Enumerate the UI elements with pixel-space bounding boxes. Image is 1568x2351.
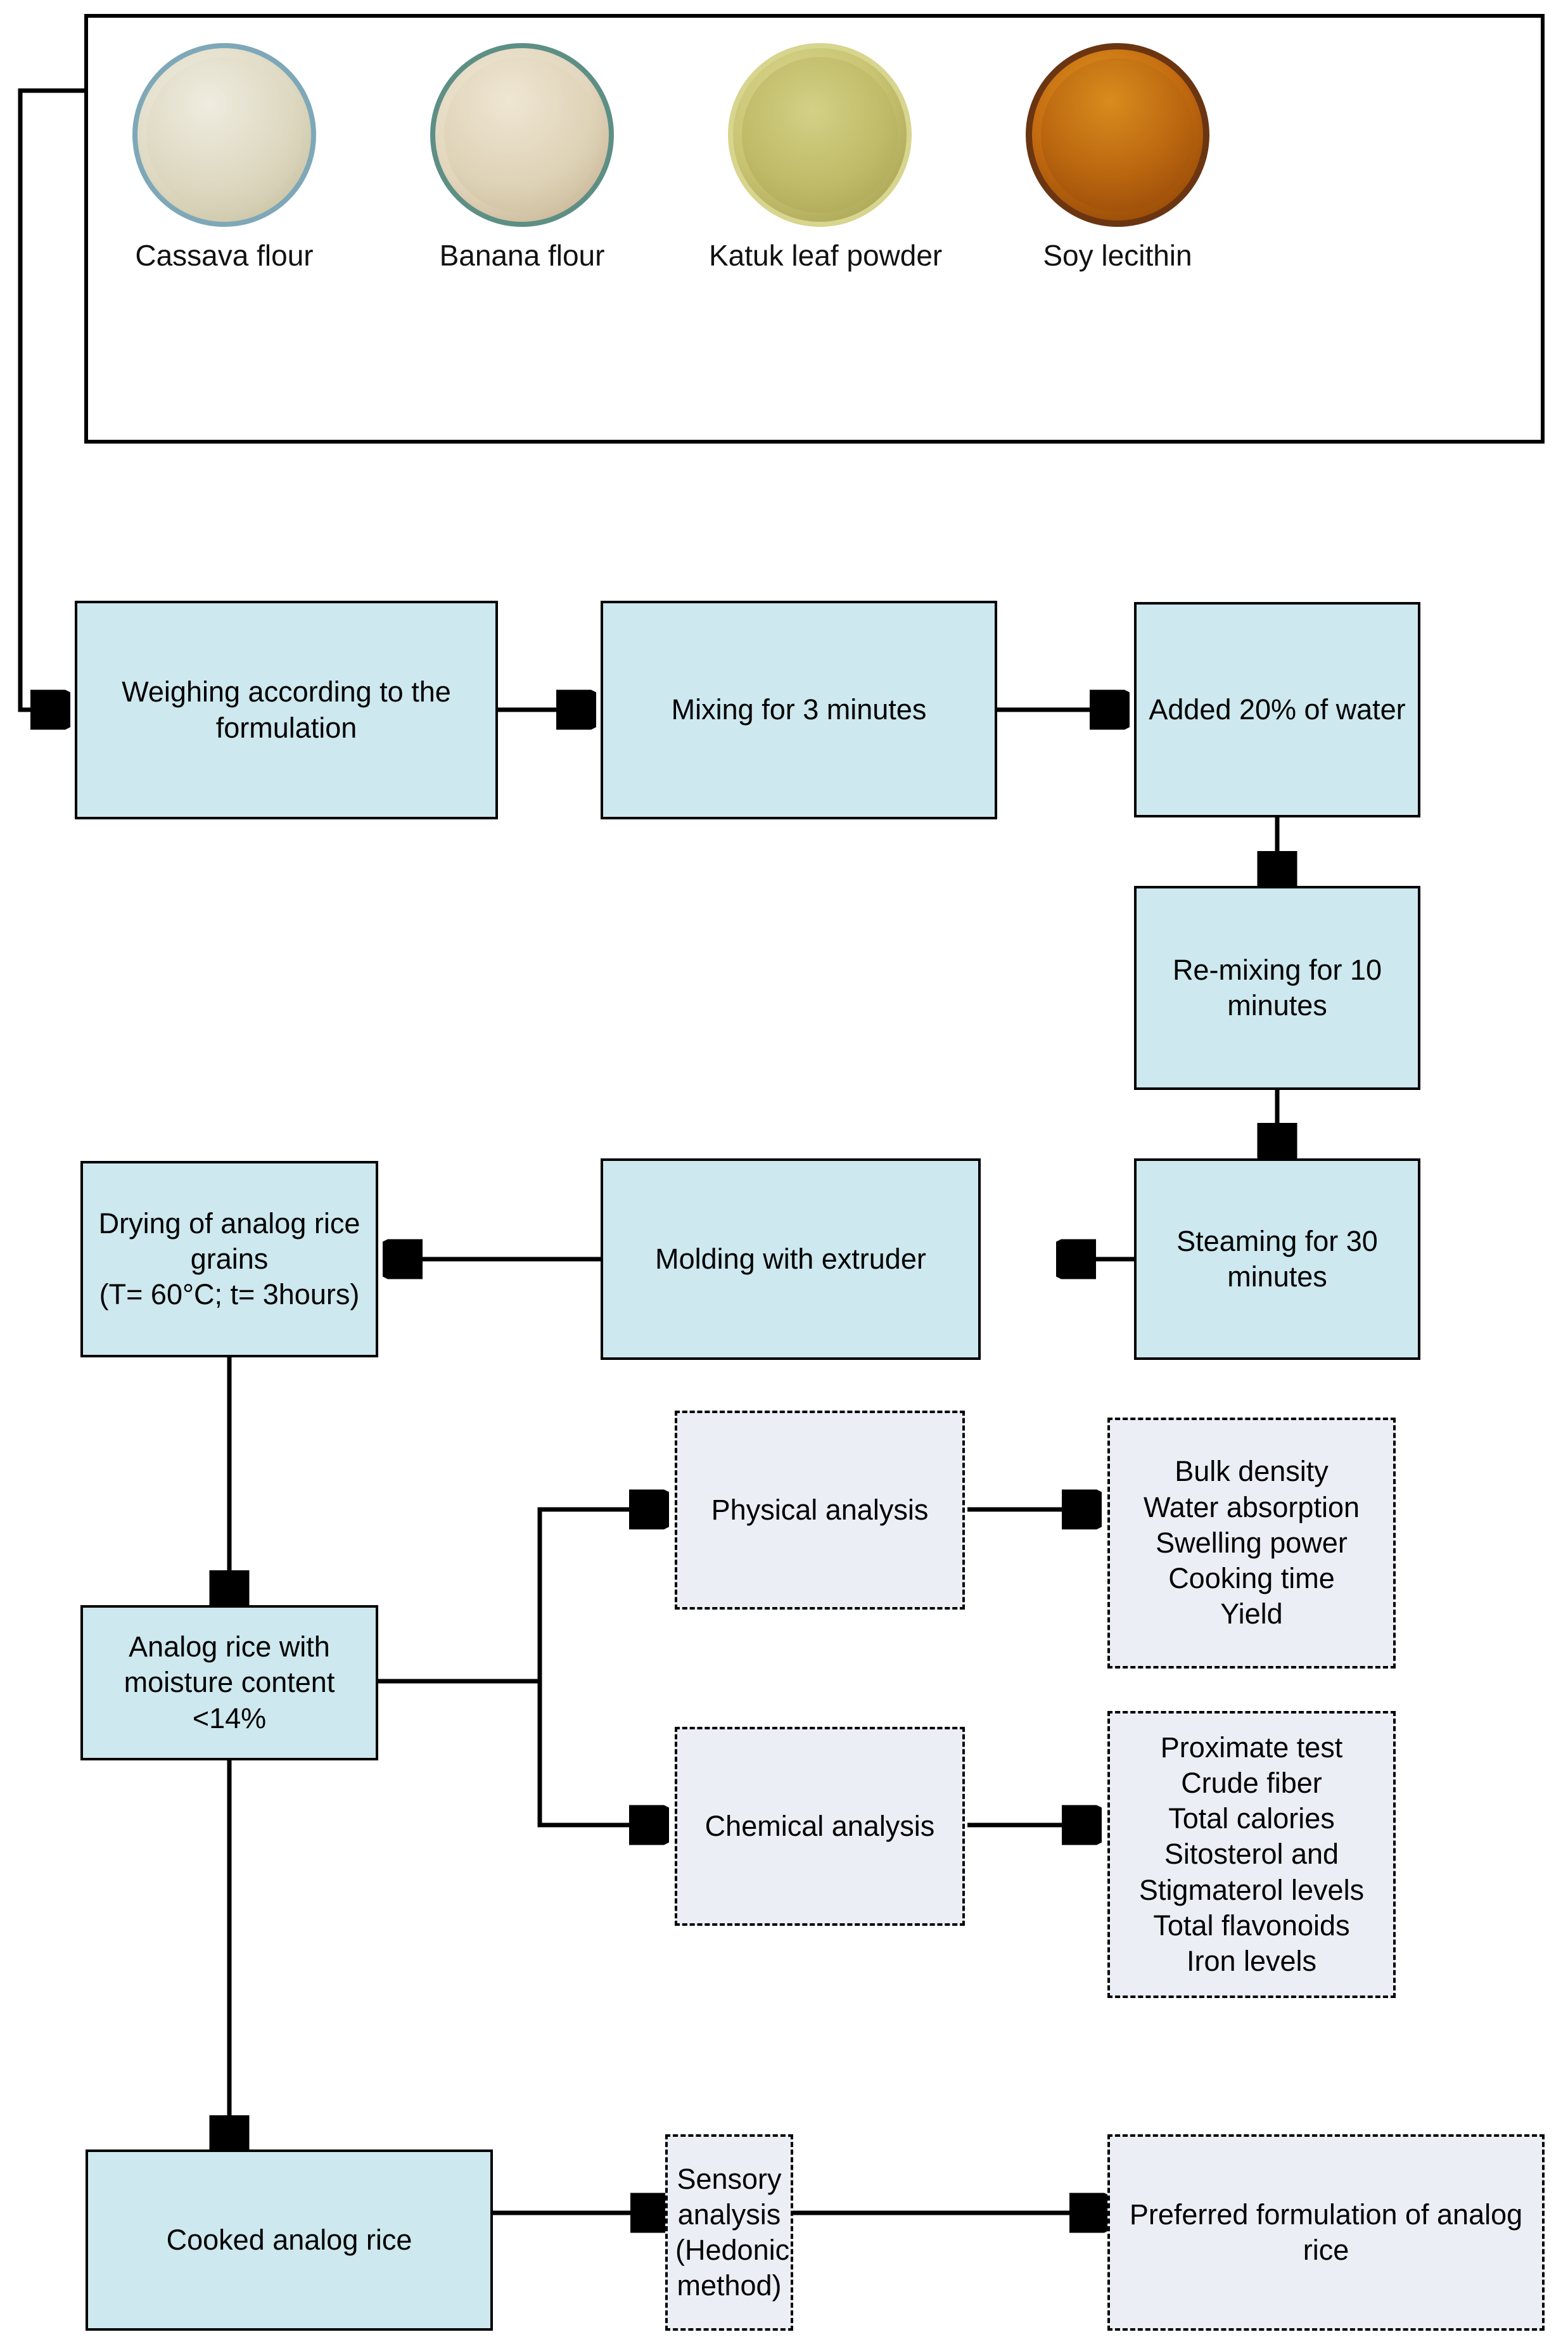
node-mixing[interactable]: Mixing for 3 minutes — [601, 601, 997, 819]
node-physical-results-label: Bulk density Water absorption Swelling p… — [1144, 1455, 1360, 1630]
node-molding[interactable]: Molding with extruder — [601, 1158, 981, 1360]
petri-dish-icon — [132, 43, 316, 227]
node-sensory-analysis-label: Sensory analysis (Hedonic method) — [675, 2162, 790, 2302]
node-weighing-label: Weighing according to the formulation — [122, 676, 451, 744]
node-remixing[interactable]: Re-mixing for 10 minutes — [1134, 886, 1420, 1090]
petri-dish-icon — [1026, 43, 1209, 227]
node-preferred-formulation[interactable]: Preferred formulation of analog rice — [1107, 2134, 1545, 2331]
node-chemical-results[interactable]: Proximate test Crude fiber Total calorie… — [1107, 1711, 1396, 1998]
node-physical-analysis[interactable]: Physical analysis — [675, 1411, 965, 1610]
node-add-water[interactable]: Added 20% of water — [1134, 602, 1420, 817]
node-chemical-analysis[interactable]: Chemical analysis — [675, 1727, 965, 1926]
ingredients-panel: Cassava flour Banana flour Katuk leaf po… — [84, 14, 1545, 444]
node-add-water-label: Added 20% of water — [1149, 693, 1406, 726]
ingredient-label: Banana flour — [439, 239, 605, 272]
node-chemical-analysis-label: Chemical analysis — [704, 1809, 935, 1842]
node-molding-label: Molding with extruder — [655, 1242, 926, 1275]
ingredient-label: Katuk leaf powder — [709, 239, 943, 272]
node-analog-rice-label: Analog rice with moisture content <14% — [124, 1630, 335, 1734]
edge-analogrice-physical — [537, 1509, 662, 1681]
edge-analogrice-chemical — [537, 1681, 662, 1825]
ingredient-item[interactable]: Cassava flour — [113, 43, 335, 272]
ingredient-list: Cassava flour Banana flour Katuk leaf po… — [88, 18, 1541, 440]
ingredient-label: Cassava flour — [135, 239, 314, 272]
node-drying[interactable]: Drying of analog rice grains (T= 60°C; t… — [80, 1161, 378, 1357]
node-weighing[interactable]: Weighing according to the formulation — [75, 601, 498, 819]
node-preferred-formulation-label: Preferred formulation of analog rice — [1129, 2198, 1523, 2266]
node-remixing-label: Re-mixing for 10 minutes — [1172, 953, 1382, 1022]
node-steaming[interactable]: Steaming for 30 minutes — [1134, 1158, 1420, 1360]
ingredient-label: Soy lecithin — [1043, 239, 1192, 272]
node-physical-results[interactable]: Bulk density Water absorption Swelling p… — [1107, 1418, 1396, 1669]
node-drying-label: Drying of analog rice grains (T= 60°C; t… — [98, 1207, 360, 1311]
petri-dish-icon — [430, 43, 614, 227]
node-chemical-results-label: Proximate test Crude fiber Total calorie… — [1138, 1731, 1365, 1978]
node-steaming-label: Steaming for 30 minutes — [1176, 1224, 1378, 1293]
petri-dish-icon — [728, 43, 912, 227]
node-cooked-rice-label: Cooked analog rice — [166, 2223, 412, 2256]
node-sensory-analysis[interactable]: Sensory analysis (Hedonic method) — [665, 2134, 793, 2331]
ingredient-item[interactable]: Banana flour — [411, 43, 633, 272]
ingredient-item[interactable]: Soy lecithin — [1007, 43, 1228, 272]
node-analog-rice[interactable]: Analog rice with moisture content <14% — [80, 1605, 378, 1760]
node-mixing-label: Mixing for 3 minutes — [671, 693, 927, 726]
node-physical-analysis-label: Physical analysis — [711, 1493, 929, 1526]
node-cooked-rice[interactable]: Cooked analog rice — [86, 2149, 493, 2331]
ingredient-item[interactable]: Katuk leaf powder — [709, 43, 943, 272]
